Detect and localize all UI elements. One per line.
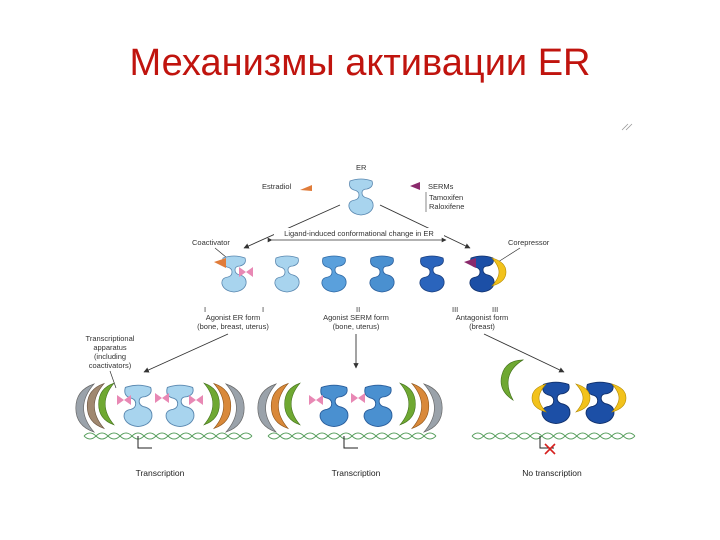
complex-agonist-er (75, 382, 253, 449)
corepressor-label: Corepressor (508, 238, 550, 247)
form-roman-1b: I (262, 305, 264, 314)
apparatus-line-4: coactivators) (89, 361, 132, 370)
form-antagonist-name: Antagonist form (456, 313, 509, 322)
serms-label: SERMs (428, 182, 454, 191)
ligand-change-label: Ligand-induced conformational change in … (284, 229, 434, 238)
form-roman-2: II (356, 305, 360, 314)
serm-tamoxifen: Tamoxifen (429, 193, 463, 202)
arrow-down-right (483, 333, 565, 373)
apparatus-line-2: apparatus (93, 343, 127, 352)
arrow-down-left (143, 333, 229, 373)
er-receptor (348, 178, 374, 216)
serm-raloxifene: Raloxifene (429, 202, 464, 211)
apparatus-line-1: Transcriptional (86, 334, 135, 343)
no-transcription-cross-icon (544, 443, 556, 455)
coactivator-label: Coactivator (192, 238, 230, 247)
apparatus-line-3: (including (94, 352, 126, 361)
outcome-center: Transcription (332, 468, 381, 478)
serm-icon (410, 182, 420, 190)
form-roman-3a: III (452, 305, 458, 314)
slide-title: Механизмы активации ER (129, 42, 591, 84)
complex-agonist-serm (257, 382, 443, 449)
corepressor-pointer (497, 247, 521, 263)
arrow-to-agonist (243, 204, 341, 249)
estradiol-icon (300, 185, 312, 191)
complex-antagonist (471, 354, 636, 455)
outcome-right: No transcription (522, 468, 582, 478)
form-agonist-er-name: Agonist ER form (206, 313, 261, 322)
er-label: ER (356, 163, 367, 172)
apparatus-pointer (109, 370, 117, 389)
form-antagonist-detail: (breast) (469, 322, 495, 331)
form-agonist-er-detail: (bone, breast, uterus) (197, 322, 269, 331)
transcription-start-arrow-left (137, 436, 152, 449)
corner-mark (621, 123, 633, 131)
transcription-start-arrow-center (343, 436, 358, 449)
estradiol-label: Estradiol (262, 182, 292, 191)
form-roman-3b: III (492, 305, 498, 314)
arrow-to-antagonist (379, 204, 471, 249)
outcome-left: Transcription (136, 468, 185, 478)
form-agonist-serm-detail: (bone, uterus) (333, 322, 380, 331)
form-agonist-serm-name: Agonist SERM form (323, 313, 389, 322)
form-roman-1a: I (204, 305, 206, 314)
receptor-row (214, 255, 507, 293)
